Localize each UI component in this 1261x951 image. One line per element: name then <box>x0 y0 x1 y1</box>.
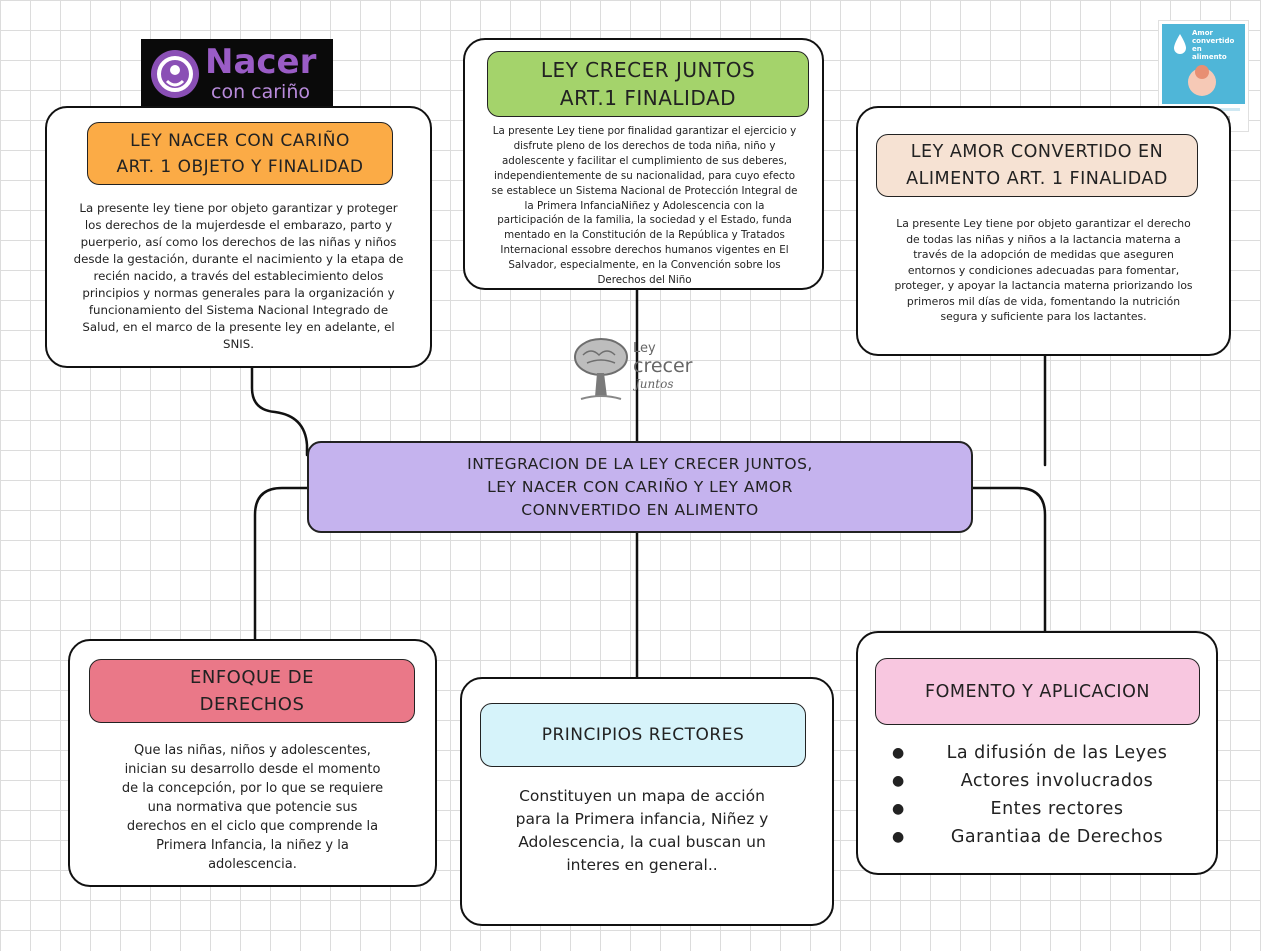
fomento-item: ●Entes rectores <box>892 795 1192 823</box>
amor-logo-title: Amor convertido en alimento <box>1192 29 1235 61</box>
bullet-icon: ● <box>892 773 905 789</box>
nacer-logo-sub: con cariño <box>211 81 310 103</box>
nacer-logo: Nacer con cariño <box>141 39 333 109</box>
connector-nacer <box>250 366 309 457</box>
fomento-item: ●Actores involucrados <box>892 767 1192 795</box>
tree-icon <box>574 338 628 400</box>
crecer-logo: Ley crecer Juntos <box>571 335 703 407</box>
amor-title: LEY AMOR CONVERTIDO EN ALIMENTO ART. 1 F… <box>876 134 1198 197</box>
principios-text: Constituyen un mapa de acción para la Pr… <box>515 787 769 874</box>
crecer-logo-line2: crecer <box>633 355 693 377</box>
nacer-logo-emblem <box>151 50 199 98</box>
enfoque-card: ENFOQUE DE DERECHOS Que las niñas, niños… <box>68 639 437 887</box>
principios-card: PRINCIPIOS RECTORES Constituyen un mapa … <box>460 677 834 926</box>
crecer-logo-line3: Juntos <box>635 377 674 391</box>
nacer-card: LEY NACER CON CARIÑO ART. 1 OBJETO Y FIN… <box>45 106 432 368</box>
connector-enfoque <box>253 486 309 642</box>
nacer-logo-word: Nacer <box>205 42 317 82</box>
crecer-title: LEY CRECER JUNTOS ART.1 FINALIDAD <box>487 51 809 117</box>
amor-card: LEY AMOR CONVERTIDO EN ALIMENTO ART. 1 F… <box>856 106 1231 356</box>
fomento-item: ●Garantiaa de Derechos <box>892 823 1192 851</box>
connector-fomento <box>971 486 1047 634</box>
enfoque-title: ENFOQUE DE DERECHOS <box>89 659 415 723</box>
amor-text: La presente Ley tiene por objeto garanti… <box>894 217 1193 323</box>
fomento-list: ●La difusión de las Leyes ●Actores invol… <box>892 739 1192 851</box>
center-title: INTEGRACION DE LA LEY CRECER JUNTOS, LEY… <box>307 441 973 533</box>
crecer-logo-line1: Ley <box>633 341 656 356</box>
enfoque-text: Que las niñas, niños y adolescentes, ini… <box>121 743 384 872</box>
bullet-icon: ● <box>892 801 905 817</box>
crecer-card: LEY CRECER JUNTOS ART.1 FINALIDAD La pre… <box>463 38 824 290</box>
fomento-card: FOMENTO Y APLICACION ●La difusión de las… <box>856 631 1218 875</box>
fomento-item: ●La difusión de las Leyes <box>892 739 1192 767</box>
fomento-title: FOMENTO Y APLICACION <box>875 658 1200 725</box>
bullet-icon: ● <box>892 745 905 761</box>
nacer-text: La presente ley tiene por objeto garanti… <box>73 201 404 351</box>
bullet-icon: ● <box>892 829 905 845</box>
nacer-title: LEY NACER CON CARIÑO ART. 1 OBJETO Y FIN… <box>87 122 393 185</box>
crecer-text: La presente Ley tiene por finalidad gara… <box>491 125 798 286</box>
principios-title: PRINCIPIOS RECTORES <box>480 703 806 767</box>
